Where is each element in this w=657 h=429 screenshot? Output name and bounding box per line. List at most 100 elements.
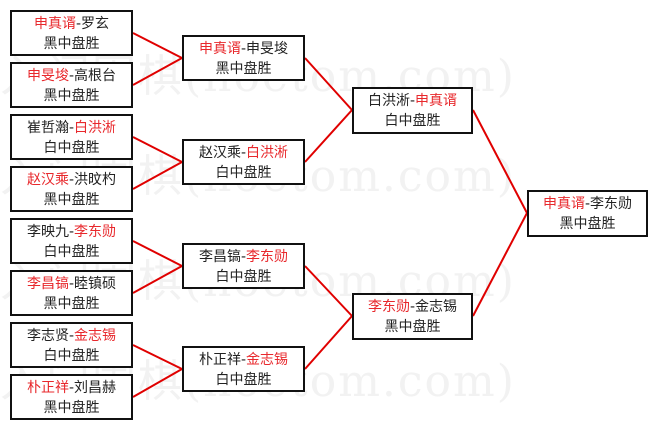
separator: - — [240, 249, 247, 265]
separator: - — [240, 145, 247, 161]
connector-line — [132, 265, 183, 294]
match-box-round-1: 崔哲瀚-白洪淅白中盘胜 — [10, 114, 133, 160]
connector-line — [132, 32, 183, 59]
player-left: 李昌镐 — [26, 276, 69, 292]
match-box-round-1: 赵汉乘-洪旼杓黑中盘胜 — [10, 166, 133, 212]
connector-line — [304, 57, 353, 111]
player-right: 申真谞 — [415, 93, 458, 109]
player-right: 申旻埈 — [246, 41, 289, 57]
separator: - — [584, 196, 591, 212]
match-result: 黑中盘胜 — [43, 192, 100, 208]
connector-line — [132, 368, 183, 398]
match-players: 申真谞-申旻埈 — [184, 39, 303, 59]
match-players: 朴正祥-刘昌赫 — [12, 378, 131, 398]
connector-line — [132, 240, 183, 267]
player-right: 白洪淅 — [246, 145, 289, 161]
player-right: 白洪淅 — [74, 120, 117, 136]
match-result: 黑中盘胜 — [215, 61, 272, 77]
player-left: 朴正祥 — [26, 380, 69, 396]
player-left: 申真谞 — [542, 196, 585, 212]
connector-line — [472, 109, 528, 214]
match-result: 黑中盘胜 — [43, 400, 100, 416]
separator: - — [68, 276, 75, 292]
match-box-round-2: 赵汉乘-白洪淅白中盘胜 — [182, 139, 305, 185]
player-right: 高根台 — [74, 68, 117, 84]
separator: - — [409, 93, 416, 109]
connector-line — [304, 315, 353, 370]
match-box-round-1: 朴正祥-刘昌赫黑中盘胜 — [10, 374, 133, 420]
match-result: 白中盘胜 — [43, 244, 100, 260]
player-left: 李志贤 — [26, 328, 69, 344]
player-right: 洪旼杓 — [74, 172, 117, 188]
player-right: 金志锡 — [246, 352, 289, 368]
player-right: 睦镇硕 — [74, 276, 117, 292]
match-result: 黑中盘胜 — [559, 216, 616, 232]
match-box-round-2: 申真谞-申旻埈黑中盘胜 — [182, 35, 305, 81]
match-result: 白中盘胜 — [43, 348, 100, 364]
player-right: 李东勋 — [246, 249, 289, 265]
player-left: 崔哲瀚 — [26, 120, 69, 136]
player-left: 申真谞 — [198, 41, 241, 57]
separator: - — [240, 41, 247, 57]
match-players: 申旻埈-高根台 — [12, 66, 131, 86]
match-players: 申真谞-罗玄 — [12, 14, 131, 34]
match-box-round-4: 申真谞-李东勋黑中盘胜 — [527, 190, 648, 237]
match-players: 崔哲瀚-白洪淅 — [12, 118, 131, 138]
separator: - — [75, 16, 82, 32]
match-result: 白中盘胜 — [384, 113, 441, 129]
match-players: 赵汉乘-洪旼杓 — [12, 170, 131, 190]
connector-line — [132, 57, 183, 86]
match-players: 李昌镐-李东勋 — [184, 247, 303, 267]
match-box-round-1: 李志贤-金志锡白中盘胜 — [10, 322, 133, 368]
player-left: 赵汉乘 — [198, 145, 241, 161]
match-box-round-1: 申真谞-罗玄黑中盘胜 — [10, 10, 133, 56]
separator: - — [68, 68, 75, 84]
separator: - — [68, 172, 75, 188]
player-left: 申旻埈 — [26, 68, 69, 84]
separator: - — [240, 352, 247, 368]
player-right: 刘昌赫 — [74, 380, 117, 396]
connector-line — [472, 212, 528, 317]
separator: - — [68, 224, 75, 240]
match-box-round-1: 李昌镐-睦镇硕黑中盘胜 — [10, 270, 133, 316]
match-players: 李志贤-金志锡 — [12, 326, 131, 346]
player-left: 赵汉乘 — [26, 172, 69, 188]
connector-line — [132, 161, 183, 190]
player-left: 朴正祥 — [198, 352, 241, 368]
match-box-round-3: 白洪淅-申真谞白中盘胜 — [352, 87, 473, 134]
match-box-round-3: 李东勋-金志锡黑中盘胜 — [352, 293, 473, 340]
match-result: 白中盘胜 — [43, 140, 100, 156]
match-players: 白洪淅-申真谞 — [354, 91, 471, 111]
match-players: 李昌镐-睦镇硕 — [12, 274, 131, 294]
match-box-round-1: 李映九-李东勋白中盘胜 — [10, 218, 133, 264]
separator: - — [68, 380, 75, 396]
connector-line — [132, 136, 183, 163]
connector-line — [132, 344, 183, 370]
connector-line — [304, 265, 353, 317]
separator: - — [68, 328, 75, 344]
match-players: 李东勋-金志锡 — [354, 297, 471, 317]
match-result: 白中盘胜 — [215, 165, 272, 181]
match-result: 白中盘胜 — [215, 269, 272, 285]
player-right: 金志锡 — [74, 328, 117, 344]
connector-line — [304, 109, 353, 163]
player-left: 白洪淅 — [367, 93, 410, 109]
match-players: 朴正祥-金志锡 — [184, 350, 303, 370]
match-players: 李映九-李东勋 — [12, 222, 131, 242]
match-result: 黑中盘胜 — [43, 88, 100, 104]
match-result: 白中盘胜 — [215, 372, 272, 388]
match-box-round-2: 朴正祥-金志锡白中盘胜 — [182, 346, 305, 392]
match-result: 黑中盘胜 — [384, 319, 441, 335]
player-left: 申真谞 — [33, 16, 76, 32]
match-box-round-1: 申旻埈-高根台黑中盘胜 — [10, 62, 133, 108]
player-left: 李东勋 — [367, 299, 410, 315]
player-right: 金志锡 — [415, 299, 458, 315]
player-right: 李东勋 — [74, 224, 117, 240]
match-players: 赵汉乘-白洪淅 — [184, 143, 303, 163]
player-left: 李映九 — [26, 224, 69, 240]
separator: - — [68, 120, 75, 136]
player-right: 罗玄 — [81, 16, 110, 32]
player-left: 李昌镐 — [198, 249, 241, 265]
